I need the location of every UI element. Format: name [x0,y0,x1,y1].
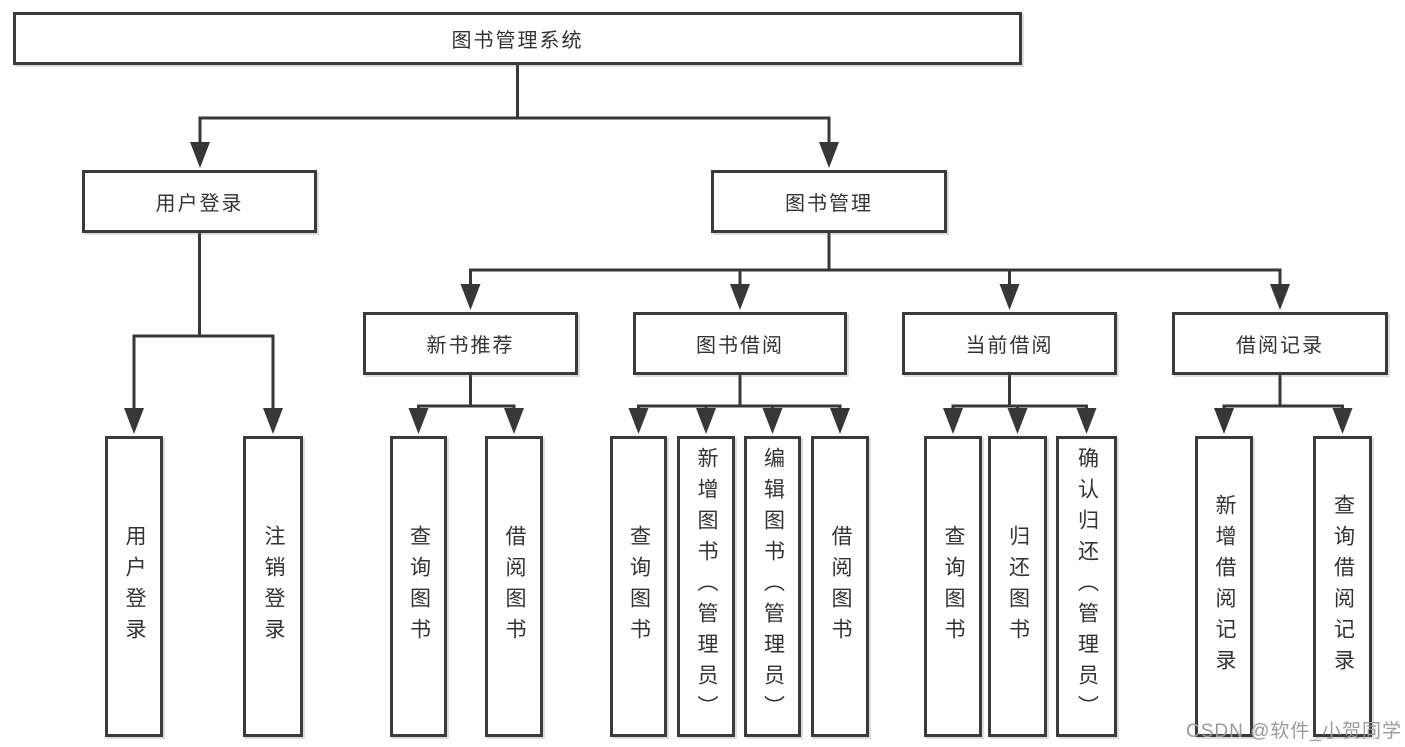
leaf-user-login: 用户登录 [105,436,163,737]
leaf-borrow-books-borrowing: 借阅图书 [811,436,869,737]
leaf-query-borrow-record: 查询借阅记录 [1313,436,1372,737]
node-root: 图书管理系统 [13,12,1022,65]
node-user-login: 用户登录 [82,170,317,233]
leaf-return-books: 归还图书 [988,436,1047,737]
leaf-confirm-return-admin: 确认归还（管理员） [1056,436,1117,737]
leaf-borrow-books-recommend: 借阅图书 [485,436,543,737]
node-current-borrowing: 当前借阅 [902,312,1117,375]
leaf-add-borrow-record: 新增借阅记录 [1195,436,1253,737]
node-borrowing-records: 借阅记录 [1172,312,1388,375]
node-book-management: 图书管理 [711,170,947,233]
node-new-book-recommendation: 新书推荐 [363,312,578,375]
leaf-logout: 注销登录 [243,436,303,737]
leaf-query-books-borrowing: 查询图书 [610,436,667,737]
leaf-add-books-admin: 新增图书（管理员） [677,436,735,737]
leaf-query-books-current: 查询图书 [924,436,982,737]
node-book-borrowing: 图书借阅 [633,312,847,375]
leaf-query-books-recommend: 查询图书 [390,436,447,737]
leaf-edit-books-admin: 编辑图书（管理员） [744,436,801,737]
csdn-watermark: CSDN @软件_小贺同学 [1186,721,1402,742]
